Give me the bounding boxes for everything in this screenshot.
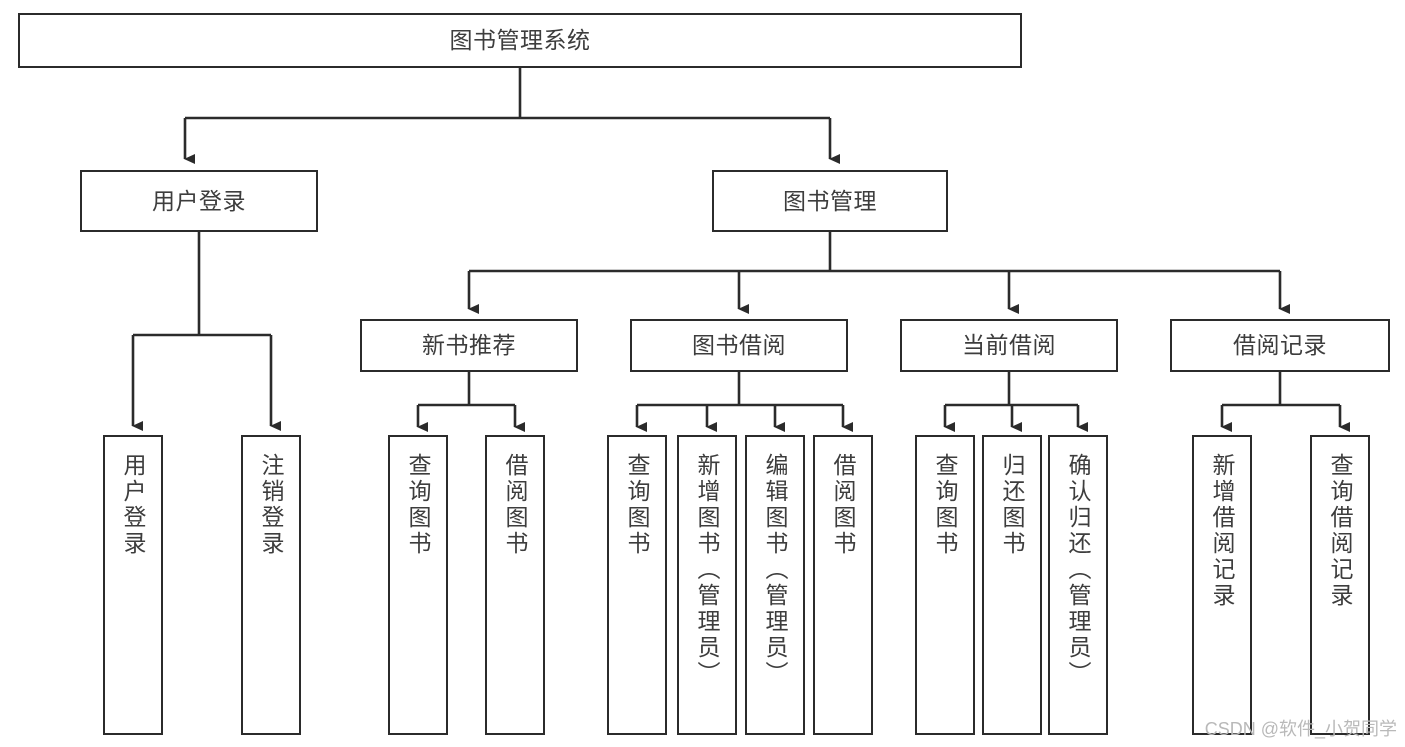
leaf-current-return-book[interactable]: 归还图书 [982, 435, 1042, 735]
node-user-login-label: 用户登录 [152, 187, 246, 214]
node-book-borrow[interactable]: 图书借阅 [630, 319, 848, 372]
leaf-label: 编辑图书（管理员） [762, 453, 789, 687]
leaf-borrow-edit-book[interactable]: 编辑图书（管理员） [745, 435, 805, 735]
leaf-label: 确认归还（管理员） [1065, 453, 1092, 687]
leaf-record-add-record[interactable]: 新增借阅记录 [1192, 435, 1252, 735]
leaf-current-confirm-return[interactable]: 确认归还（管理员） [1048, 435, 1108, 735]
leaf-user-login-logout[interactable]: 注销登录 [241, 435, 301, 735]
leaf-label: 归还图书 [999, 453, 1026, 557]
leaf-label: 借阅图书 [502, 453, 529, 557]
node-borrow-record-label: 借阅记录 [1233, 332, 1327, 359]
node-current-borrow[interactable]: 当前借阅 [900, 319, 1118, 372]
node-current-borrow-label: 当前借阅 [962, 332, 1056, 359]
leaf-label: 查询图书 [932, 453, 959, 557]
node-root[interactable]: 图书管理系统 [18, 13, 1022, 68]
leaf-borrow-add-book[interactable]: 新增图书（管理员） [677, 435, 737, 735]
leaf-record-query-record[interactable]: 查询借阅记录 [1310, 435, 1370, 735]
watermark: CSDN @软件_小贺同学 [1204, 719, 1397, 739]
leaf-recommend-query-book[interactable]: 查询图书 [388, 435, 448, 735]
leaf-recommend-borrow-book[interactable]: 借阅图书 [485, 435, 545, 735]
leaf-label: 借阅图书 [830, 453, 857, 557]
leaf-label: 查询图书 [624, 453, 651, 557]
leaf-label: 新增图书（管理员） [694, 453, 721, 687]
node-borrow-record[interactable]: 借阅记录 [1170, 319, 1390, 372]
leaf-label: 用户登录 [120, 453, 147, 557]
node-new-book-recommend-label: 新书推荐 [422, 332, 516, 359]
leaf-current-query-book[interactable]: 查询图书 [915, 435, 975, 735]
leaf-borrow-borrow-book[interactable]: 借阅图书 [813, 435, 873, 735]
node-root-label: 图书管理系统 [449, 27, 591, 54]
node-new-book-recommend[interactable]: 新书推荐 [360, 319, 578, 372]
node-book-management[interactable]: 图书管理 [712, 170, 948, 232]
leaf-label: 注销登录 [258, 453, 285, 557]
leaf-borrow-query-book[interactable]: 查询图书 [607, 435, 667, 735]
leaf-label: 查询图书 [405, 453, 432, 557]
leaf-label: 新增借阅记录 [1209, 453, 1236, 609]
leaf-label: 查询借阅记录 [1327, 453, 1354, 609]
node-book-management-label: 图书管理 [783, 187, 877, 214]
leaf-user-login-login[interactable]: 用户登录 [103, 435, 163, 735]
node-user-login[interactable]: 用户登录 [80, 170, 318, 232]
node-book-borrow-label: 图书借阅 [692, 332, 786, 359]
